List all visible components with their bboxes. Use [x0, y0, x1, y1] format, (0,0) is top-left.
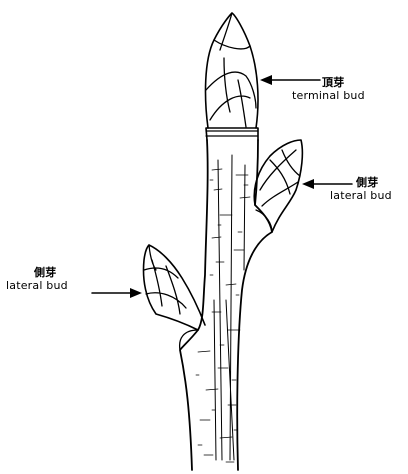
- left-lateral-bud-arrow: [92, 288, 142, 298]
- terminal-bud-label-en: terminal bud: [292, 89, 365, 102]
- stem: [180, 140, 272, 470]
- right-lateral-bud-label-en: lateral bud: [330, 189, 392, 202]
- terminal-bud-label: 頂芽 terminal bud: [292, 76, 365, 102]
- left-lateral-bud: [144, 245, 206, 350]
- terminal-bud: [206, 13, 258, 140]
- right-lateral-bud-label-cjk: 側芽: [330, 176, 392, 189]
- left-lateral-bud-label-cjk: 側芽: [6, 266, 68, 279]
- left-lateral-bud-label-en: lateral bud: [6, 279, 68, 292]
- terminal-bud-label-cjk: 頂芽: [292, 76, 365, 89]
- right-lateral-bud-label: 側芽 lateral bud: [330, 176, 392, 202]
- right-lateral-bud: [254, 140, 302, 232]
- left-lateral-bud-label: 側芽 lateral bud: [6, 266, 68, 292]
